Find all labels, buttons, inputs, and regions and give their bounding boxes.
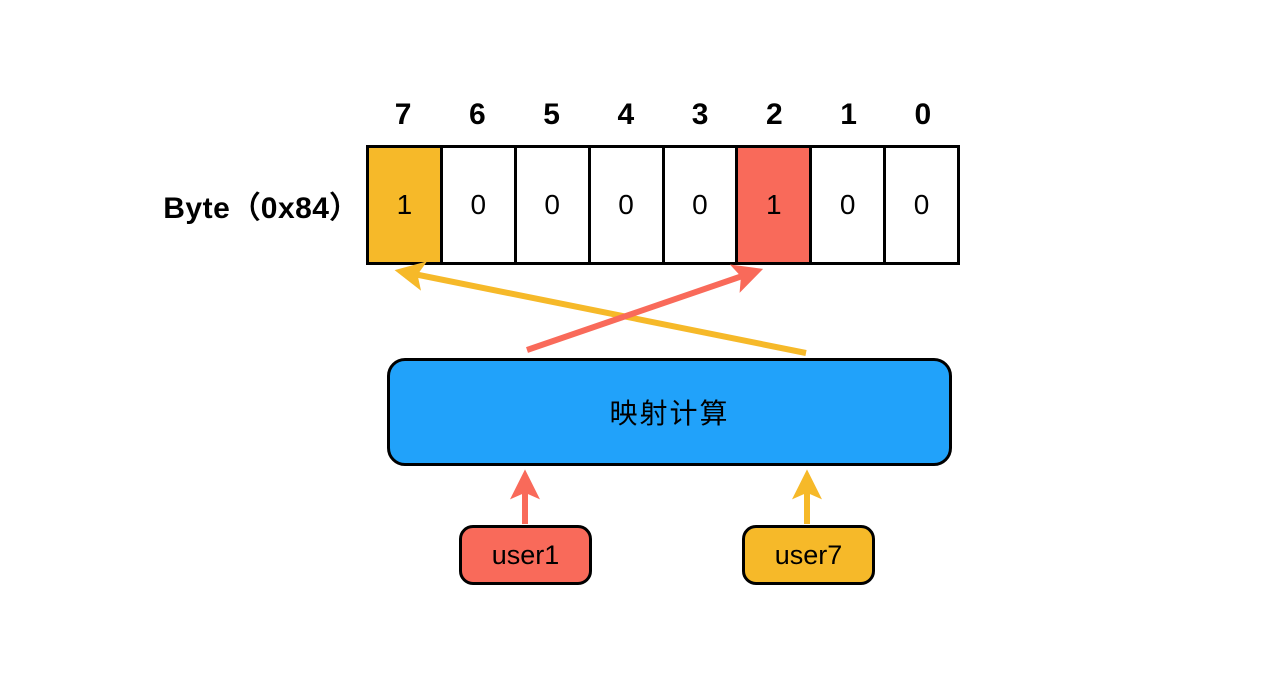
bit-cell-5: 0	[516, 148, 591, 262]
user-node-user7-label: user7	[774, 539, 843, 570]
bit-cell-7: 1	[369, 148, 443, 262]
mapping-calculation-label: 映射计算	[609, 398, 730, 429]
user-node-user1-label: user1	[491, 539, 560, 570]
byte-label: Byte（0x84）	[163, 192, 360, 225]
bit-index-2: 2	[766, 98, 783, 131]
bit-index-3: 3	[691, 98, 709, 131]
user-node-user1: user1	[459, 525, 592, 585]
byte-bit-table: 1 0 0 0 0 1 0 0	[366, 145, 960, 265]
bit-index-row: 7 6 5 4 3 2 1 0	[366, 93, 960, 137]
bit-cell-6: 0	[442, 148, 517, 262]
bit-index-0: 0	[914, 98, 932, 131]
bit-index-5: 5	[543, 98, 560, 131]
arrow-map-to-bit7-icon	[394, 261, 807, 356]
bit-index-4: 4	[617, 98, 635, 131]
bit-cell-0: 0	[886, 148, 957, 262]
bit-index-7: 7	[394, 98, 412, 131]
bit-index-1: 1	[840, 98, 857, 131]
user-node-user7: user7	[742, 525, 875, 585]
bit-cell-3: 0	[664, 148, 739, 262]
bit-index-6: 6	[469, 98, 486, 131]
mapping-calculation-box: 映射计算	[387, 358, 952, 466]
bit-cell-2: 1	[738, 148, 813, 262]
bit-cell-1: 0	[812, 148, 887, 262]
arrow-map-to-bit2-icon	[526, 264, 764, 353]
bit-cell-4: 0	[590, 148, 665, 262]
